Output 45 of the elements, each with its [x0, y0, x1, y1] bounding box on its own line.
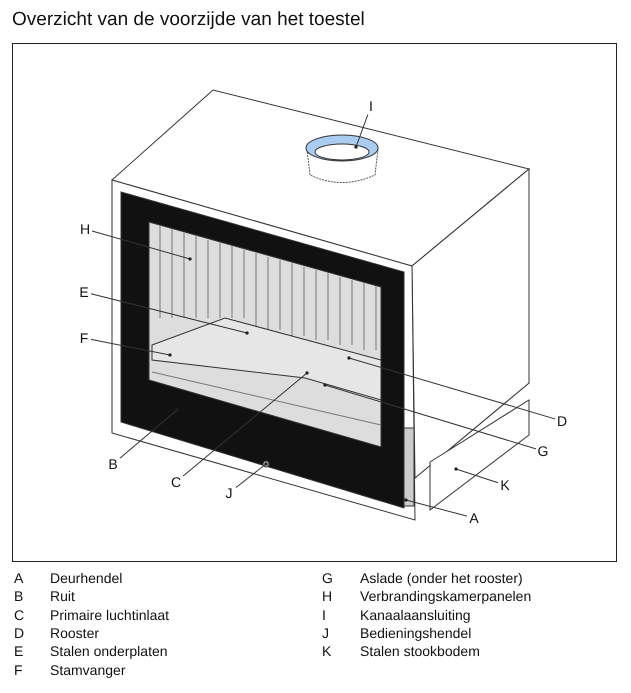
callout-letter: D	[555, 412, 569, 430]
leader-line	[236, 462, 268, 488]
legend-letter: I	[322, 606, 326, 624]
leader-line	[323, 383, 536, 450]
legend-letter: H	[322, 588, 332, 606]
callout-letter: G	[536, 442, 550, 460]
part-name: Stalen onderplaten	[50, 643, 168, 660]
callout-letter: C	[169, 474, 183, 490]
legend-letter: J	[322, 624, 329, 642]
title: Overzicht van de voorzijde van het toestel	[12, 9, 365, 31]
leader-line	[354, 114, 368, 149]
legend-letter: A	[14, 570, 24, 587]
leader-line	[182, 371, 309, 477]
part-name: Kanaalaansluiting	[360, 606, 471, 624]
callout-letter: K	[498, 476, 512, 494]
leader-line	[347, 356, 556, 420]
legend-letter: C	[14, 606, 24, 624]
leader-line	[120, 408, 179, 459]
part-name: Rooster	[50, 624, 100, 642]
legend-letter: E	[14, 643, 24, 660]
part-name: Bedieningshendel	[360, 624, 472, 642]
callout-letter: B	[106, 456, 120, 472]
part-name: Deurhendel	[50, 570, 122, 587]
part-name: Aslade (onder het rooster)	[360, 570, 523, 587]
legend-letter: D	[14, 624, 24, 642]
callout-letter: E	[77, 284, 91, 300]
part-name: Stalen stookbodem	[360, 643, 480, 660]
legend-letter: K	[322, 643, 332, 660]
legend-letter: G	[322, 570, 333, 587]
part-name: Verbrandingskamerpanelen	[360, 588, 532, 606]
legend-letter: F	[14, 662, 23, 678]
callout-letter: J	[222, 484, 236, 502]
leader-line	[454, 467, 498, 484]
callout-letter: F	[77, 330, 91, 346]
part-name: Stamvanger	[50, 662, 126, 678]
callout-letter: A	[467, 510, 481, 526]
leader-line	[90, 338, 172, 357]
leader-line	[404, 498, 468, 517]
leader-line	[90, 293, 249, 335]
legend-letter: B	[14, 588, 24, 606]
part-name: Ruit	[50, 588, 75, 606]
part-name: Primaire luchtinlaat	[50, 606, 170, 624]
callout-letter: I	[364, 98, 378, 114]
leader-line	[92, 230, 192, 261]
callout-letter: H	[78, 220, 92, 238]
